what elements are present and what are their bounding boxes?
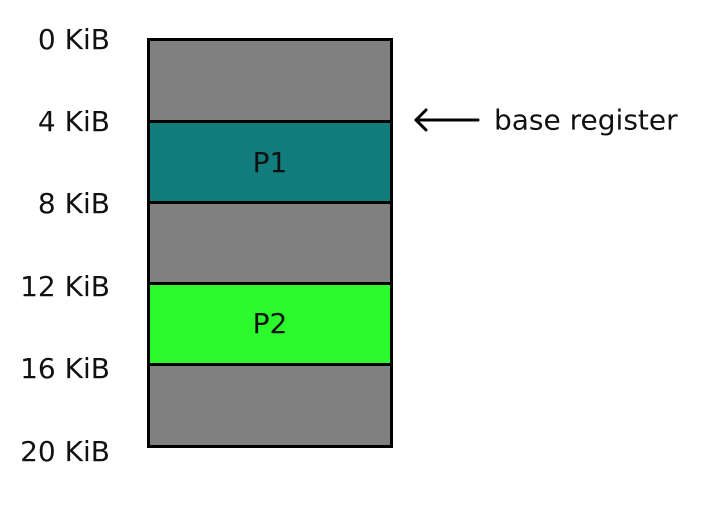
memory-region-free-2	[150, 202, 390, 284]
address-label-0: 0 KiB	[37, 23, 110, 56]
address-label-12: 12 KiB	[20, 270, 110, 303]
address-label-4: 4 KiB	[37, 105, 110, 138]
region-divider	[150, 201, 390, 205]
region-divider	[150, 362, 390, 366]
memory-region-free-3	[150, 364, 390, 445]
base-register-label: base register	[494, 103, 678, 137]
address-label-8: 8 KiB	[37, 187, 110, 220]
address-label-20: 20 KiB	[20, 435, 110, 468]
memory-region-p1: P1	[150, 121, 390, 203]
left-arrow-icon	[414, 108, 480, 132]
region-divider	[150, 120, 390, 124]
region-divider	[150, 281, 390, 285]
p1-label: P1	[252, 145, 288, 179]
memory-region-free-1	[150, 41, 390, 122]
address-label-16: 16 KiB	[20, 352, 110, 385]
memory-column: P1 P2	[147, 38, 393, 448]
p2-label: P2	[252, 307, 288, 341]
memory-region-p2: P2	[150, 283, 390, 365]
